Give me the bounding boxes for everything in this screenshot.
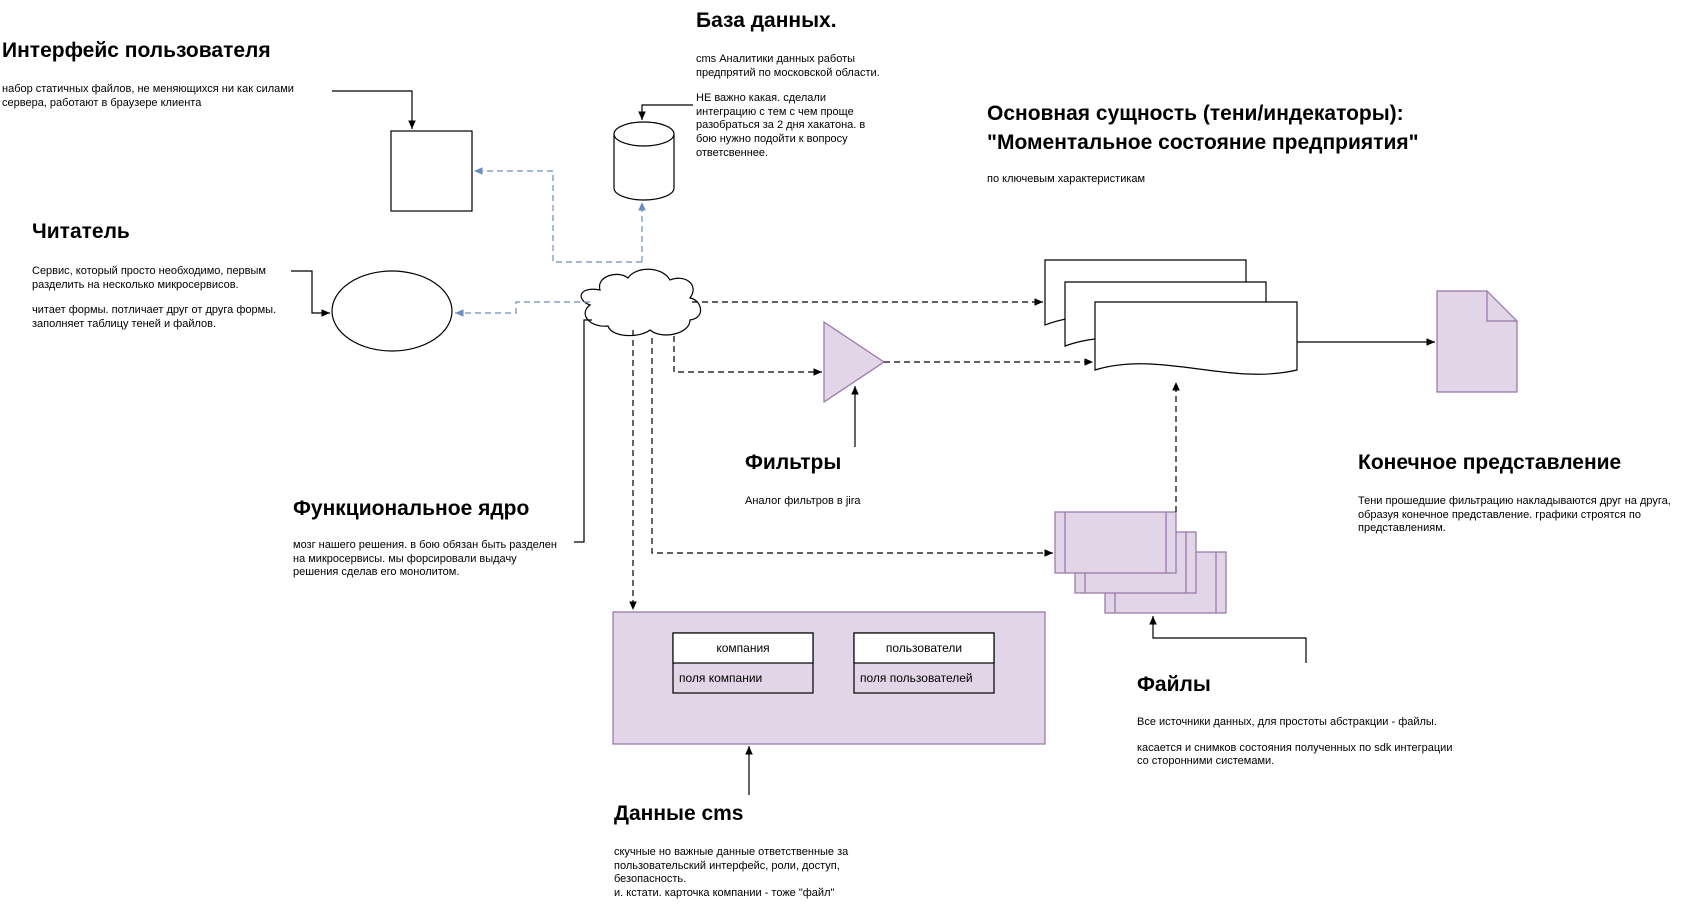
core-to-reader-connector [455,301,590,317]
core-title: Функциональное ядро [293,497,530,520]
files-desc-connector [1149,616,1307,663]
users-table: пользователи поля пользователей [853,632,995,694]
files-stack-shape [1054,511,1227,614]
reader-desc: Сервис, который просто необходимо, первы… [32,265,294,331]
company-table-field: поля компании [679,671,762,685]
db-desc-text-2: НЕ важно какая. сделали интеграцию с тем… [696,92,866,159]
filter-triangle-shape [823,320,886,404]
company-table-header: компания [716,641,769,655]
ui-title: Интерфейс пользователя [2,39,271,62]
users-table-header: пользователи [886,641,962,655]
ui-square-shape [390,130,473,212]
main-entity-desc: по ключевым характеристикам [987,173,1287,187]
core-desc-text: мозг нашего решения. в бою обязан быть р… [293,539,557,579]
filters-desc-text: Аналог фильтров в jira [745,495,861,507]
db-desc-text-1: cms Аналитики данных работы предпрятий п… [696,53,880,79]
reader-desc-connector [291,270,330,317]
main-entity-desc-text: по ключевым характеристикам [987,173,1146,185]
files-desc-text-1: Все источники данных, для простоты абстр… [1137,716,1437,728]
cms-data-title: Данные cms [614,802,744,825]
files-desc-text-2: касается и снимков состояния полученных … [1137,741,1453,768]
users-table-field: поля пользователей [860,671,973,685]
final-view-desc: Тени прошедшие фильтрацию накладываются … [1358,495,1688,536]
main-entity-title: Основная сущность (тени/индекаторы): "Мо… [987,99,1419,157]
db-desc-connector [638,104,693,120]
files-desc: Все источники данных, для простоты абстр… [1137,716,1467,769]
db-desc: cms Аналитики данных работы предпрятий п… [696,53,886,160]
ui-desc-connector [332,90,416,129]
main-entity-title-line2: "Моментальное состояние предприятия" [987,131,1419,154]
reader-title: Читатель [32,220,130,243]
final-view-note-shape [1436,290,1518,393]
core-to-ui-connector [474,167,642,263]
reader-ellipse-shape [331,270,453,352]
core-to-files-connector [651,338,1053,557]
final-view-desc-text: Тени прошедшие фильтрацию накладываются … [1358,495,1671,535]
main-entity-title-line1: Основная сущность (тени/индекаторы): [987,102,1404,125]
core-cloud-shape [580,268,702,337]
core-desc: мозг нашего решения. в бою обязан быть р… [293,539,561,580]
database-cylinder-shape [613,121,675,201]
cms-data-desc-text-1: скучные но важные данные ответственные з… [614,846,849,886]
filters-title: Фильтры [745,451,842,474]
reader-desc-text-2: читает формы. потличает друг от друга фо… [32,304,277,330]
ui-desc-text: набор статичных файлов, не меняющихся ни… [2,83,294,109]
core-desc-connector [574,319,592,543]
reader-desc-text-1: Сервис, который просто необходимо, первы… [32,265,266,291]
final-view-title: Конечное представление [1358,451,1622,474]
files-title: Файлы [1137,673,1211,696]
db-title: База данных. [696,9,837,32]
company-table: компания поля компании [672,632,814,694]
filters-desc: Аналог фильтров в jira [745,495,965,509]
ui-desc: набор статичных файлов, не меняющихся ни… [2,83,332,110]
cms-data-desc: скучные но важные данные ответственные з… [614,846,884,900]
core-to-filter-connector [673,336,822,376]
cms-data-desc-text-2: и. кстати. карточка компании - тоже "фай… [614,886,835,899]
document-stack-shape [1044,259,1298,375]
